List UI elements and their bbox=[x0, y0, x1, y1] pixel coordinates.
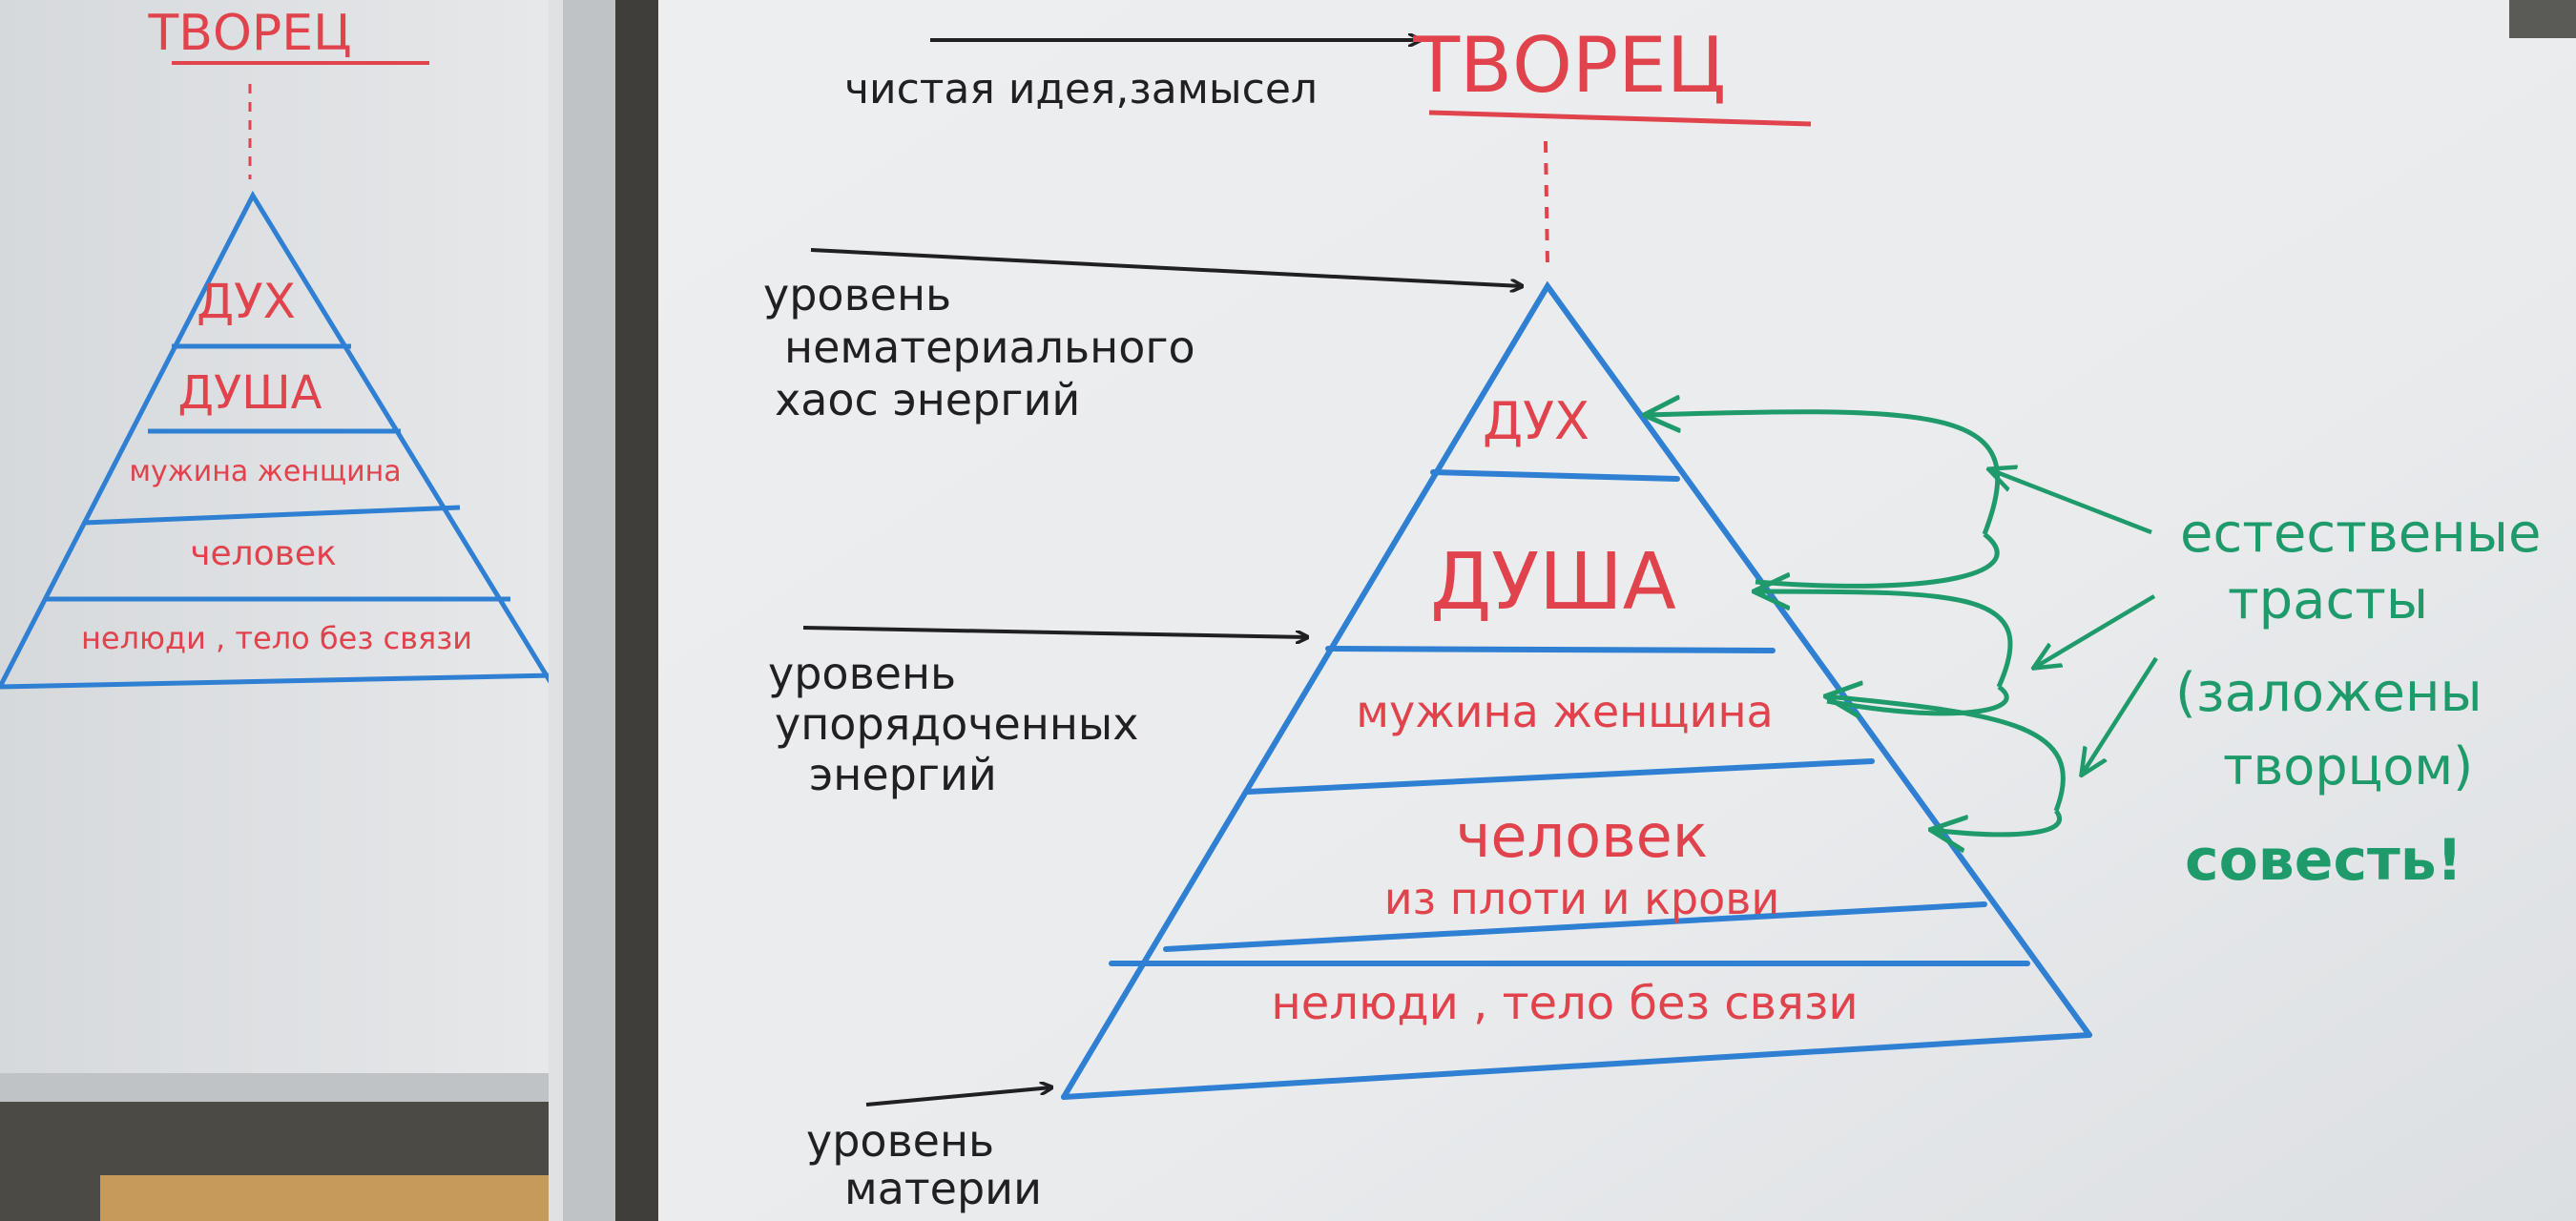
board-frame bbox=[563, 0, 615, 1221]
matter-label-line1: уровень bbox=[806, 1115, 994, 1167]
matter-label-line2: материи bbox=[844, 1163, 1042, 1214]
small-level-soul: ДУША bbox=[178, 366, 322, 420]
conscience-label: совесть! bbox=[2185, 827, 2462, 894]
ordered-label-line1: уровень bbox=[768, 648, 956, 699]
natural-traits-line3: (заложены bbox=[2175, 662, 2483, 724]
creator-label-small: ТВОРЕЦ bbox=[148, 5, 352, 62]
main-photo: чистая идея,замысел ТВОРЕЦ ДУХ ДУША мужи… bbox=[658, 0, 2576, 1221]
left-photo: ТВОРЕЦ ДУХ ДУША мужина женщина человек н… bbox=[0, 0, 556, 1221]
ordered-label-line2: упорядоченных bbox=[775, 698, 1138, 750]
small-level-spirit: ДУХ bbox=[197, 274, 296, 329]
green-loops bbox=[1646, 412, 2066, 835]
main-pyramid bbox=[1061, 280, 2092, 1100]
natural-traits-line4: творцом) bbox=[2223, 736, 2473, 797]
green-pointers bbox=[1989, 469, 2158, 775]
level-spirit: ДУХ bbox=[1483, 391, 1589, 451]
pure-idea-label: чистая идея,замысел bbox=[844, 65, 1318, 114]
small-level-human: человек bbox=[190, 534, 337, 573]
small-level-man-woman: мужина женщина bbox=[129, 455, 401, 488]
small-level-nonhumans: нелюди , тело без связи bbox=[81, 620, 472, 656]
cardboard-box bbox=[100, 1175, 549, 1221]
board-tray bbox=[0, 1073, 549, 1102]
small-pyramid bbox=[0, 190, 556, 690]
level-human-line2: из плоти и крови bbox=[1384, 873, 1780, 924]
ordered-label-line3: энергий bbox=[809, 749, 997, 800]
natural-traits-line1: естественые bbox=[2180, 503, 2541, 565]
creator-label: ТВОРЕЦ bbox=[1412, 21, 1726, 110]
immaterial-label-line2: нематериального bbox=[784, 321, 1195, 373]
natural-traits-line2: трасты bbox=[2228, 569, 2428, 631]
level-human-line1: человек bbox=[1456, 801, 1708, 871]
level-man-woman: мужина женщина bbox=[1356, 686, 1773, 737]
immaterial-label-line1: уровень bbox=[763, 269, 951, 321]
immaterial-label-line3: хаос энергий bbox=[775, 374, 1080, 425]
level-nonhumans: нелюди , тело без связи bbox=[1271, 977, 1858, 1030]
level-soul: ДУША bbox=[1430, 537, 1676, 628]
whiteboard bbox=[658, 0, 2576, 1221]
